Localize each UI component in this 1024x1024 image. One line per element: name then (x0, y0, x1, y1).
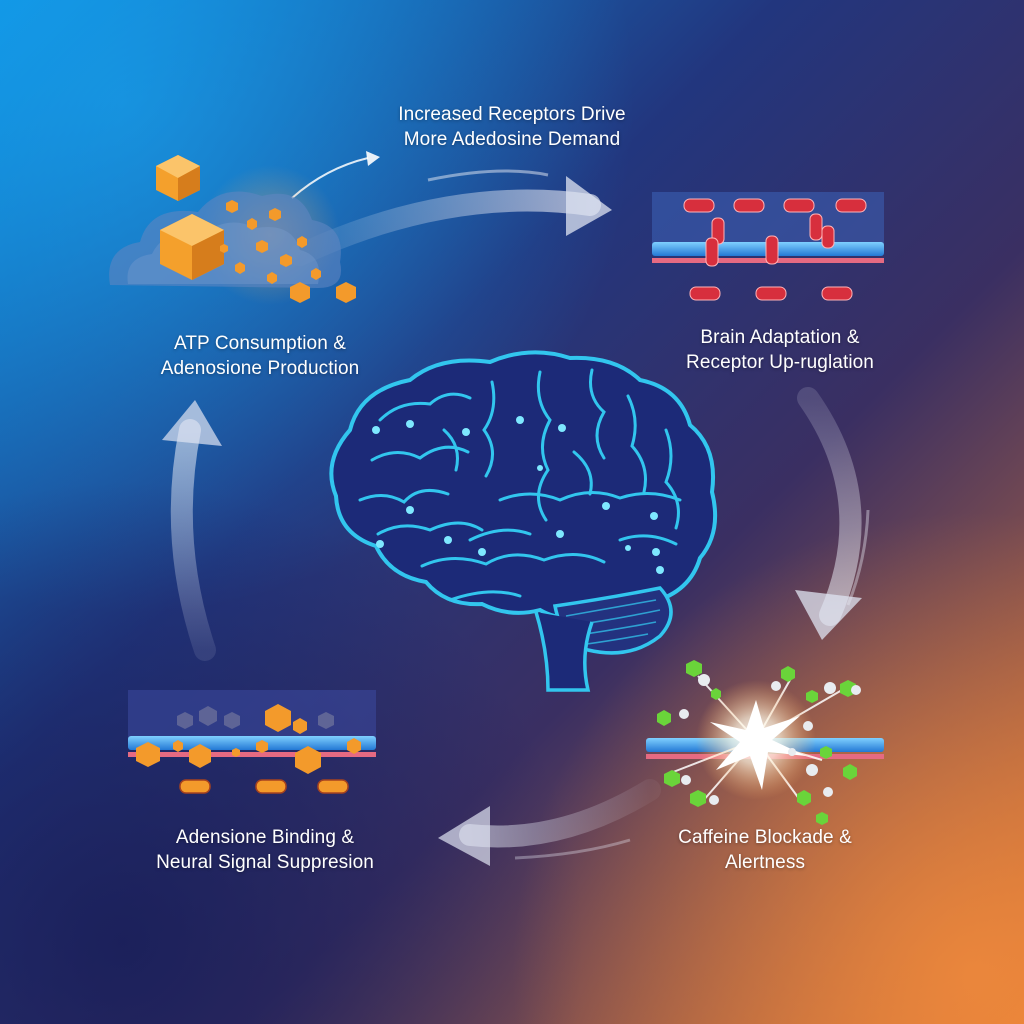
arrow-top (289, 169, 612, 266)
label-line: Adenosione Production (160, 358, 360, 379)
label-line: ATP Consumption & (173, 333, 347, 354)
label-atp-consumption: ATP Consumption & Adenosione Production (110, 331, 410, 381)
label-line: Neural Signal Suppresion (156, 852, 374, 873)
label-brain-adaptation: Brain Adaptation & Receptor Up-ruglation (630, 325, 930, 375)
label-line: Caffeine Blockade & (678, 827, 852, 848)
label-line: Brain Adaptation & (700, 327, 860, 348)
arrow-left (162, 400, 222, 661)
adenosine-membrane-icon (128, 690, 376, 794)
label-adenosine-binding: Adensione Binding & Neural Signal Suppre… (110, 825, 420, 875)
arrow-bottom (438, 779, 661, 866)
label-line: Adensione Binding & (175, 827, 355, 848)
label-line: More Adedosine Demand (403, 129, 621, 150)
label-line: Alertness (724, 852, 806, 873)
brain-icon (329, 350, 718, 692)
label-caffeine-blockade: Caffeine Blockade & Alertness (620, 825, 910, 875)
caffeine-burst-icon (646, 660, 884, 825)
label-increased-receptors: Increased Receptors Drive More Adedosine… (352, 102, 672, 152)
label-line: Receptor Up-ruglation (686, 352, 874, 373)
adenosine-cloud-icon (109, 155, 356, 305)
arrow-right (795, 387, 870, 640)
label-line: Increased Receptors Drive (398, 104, 626, 125)
receptor-membrane-icon (652, 192, 884, 301)
